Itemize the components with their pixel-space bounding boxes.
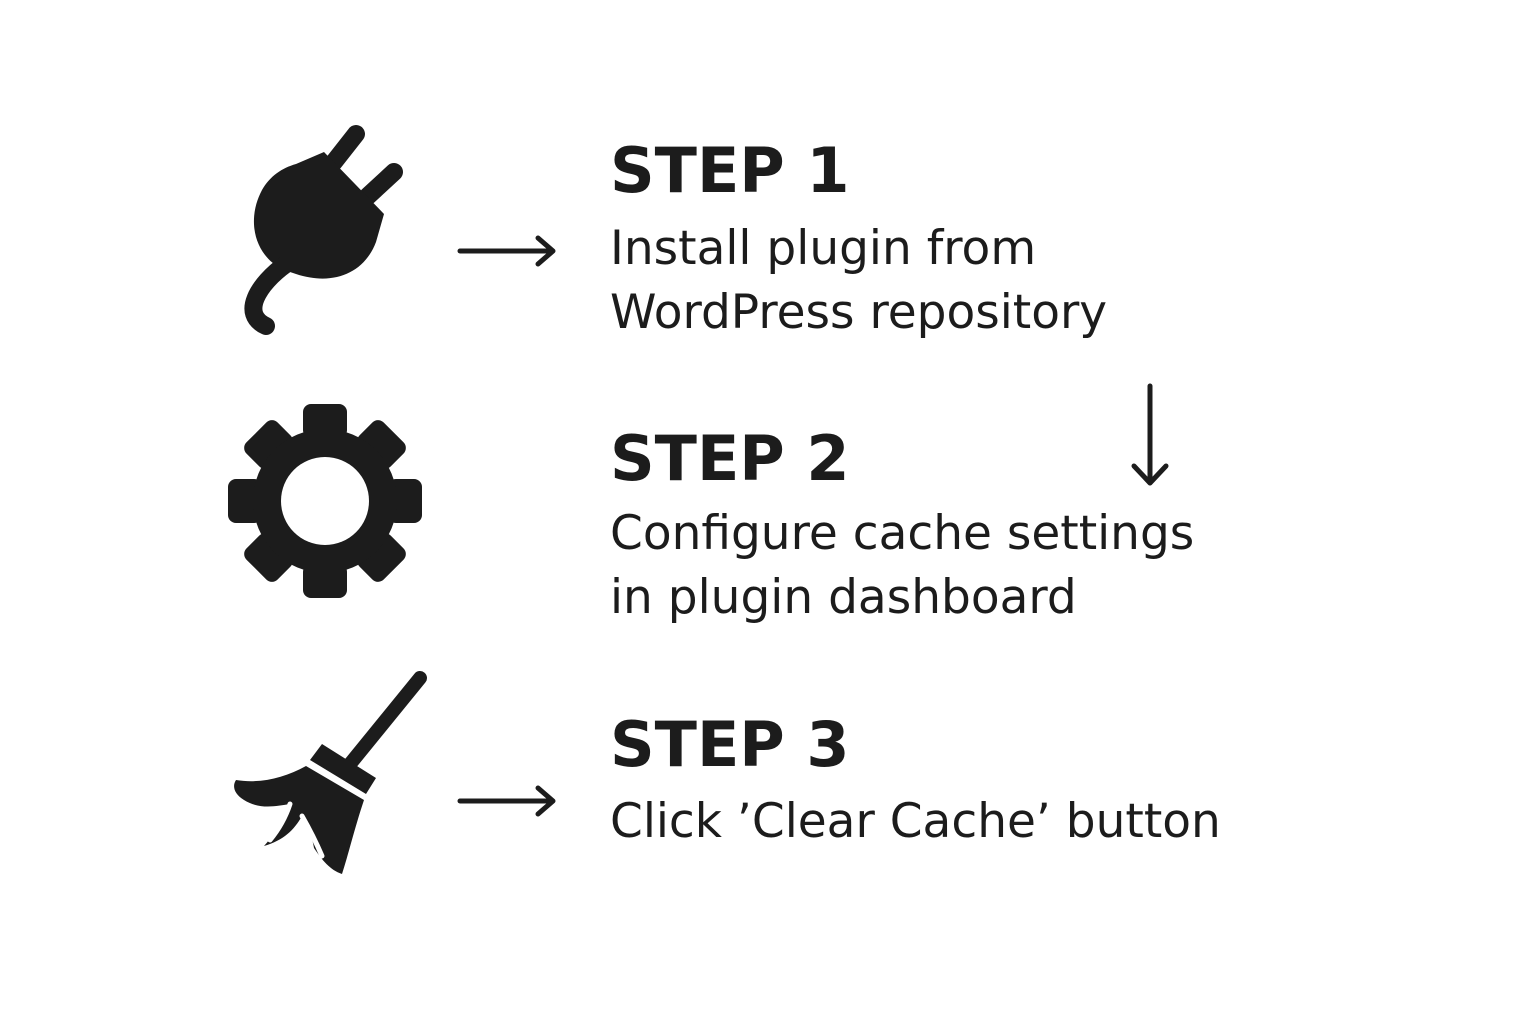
- step-title: STEP 2: [610, 422, 850, 495]
- plug-icon: [236, 124, 406, 336]
- step-description: Click ’Clear Cache’ button: [610, 790, 1221, 854]
- step-2: STEP 2 Configure cache settings in plugi…: [610, 428, 1194, 630]
- step-description-line: Click ’Clear Cache’ button: [610, 794, 1221, 849]
- arrow-right-icon: [457, 234, 558, 268]
- arrow-down-icon: [1130, 383, 1170, 488]
- step-title: STEP 3: [610, 708, 850, 781]
- broom-icon: [230, 670, 430, 880]
- step-title: STEP 1: [610, 134, 850, 207]
- arrow-right-icon: [457, 784, 558, 818]
- step-description-line: WordPress repository: [610, 285, 1108, 340]
- step-description-line: Install plugin from: [610, 221, 1037, 276]
- step-description: Install plugin from WordPress repository: [610, 217, 1107, 345]
- gear-icon: [228, 404, 422, 598]
- step-description-line: in plugin dashboard: [610, 570, 1077, 625]
- step-3: STEP 3 Click ’Clear Cache’ button: [610, 714, 1221, 854]
- step-description: Configure cache settings in plugin dashb…: [610, 502, 1194, 630]
- step-description-line: Configure cache settings: [610, 506, 1195, 561]
- step-1: STEP 1 Install plugin from WordPress rep…: [610, 140, 1107, 345]
